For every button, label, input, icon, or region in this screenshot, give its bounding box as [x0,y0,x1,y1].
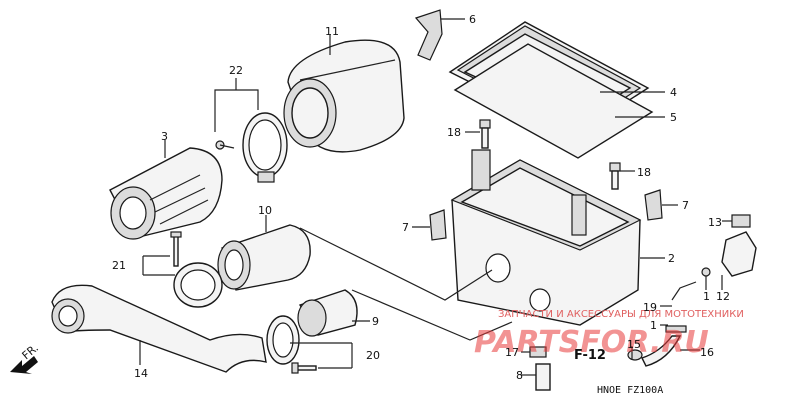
callout-7-right: 7 [682,199,689,212]
part-clip [414,9,443,61]
part-inlet-tube [51,284,267,373]
callout-18-right: 18 [637,166,651,179]
callout-13: 13 [708,216,722,229]
callout-9: 9 [372,315,379,328]
part-filter-element [283,39,405,153]
callout-12: 12 [716,290,730,303]
part-intake-duct [297,289,358,337]
callout-5: 5 [670,111,677,124]
callout-14: 14 [134,367,148,380]
callout-15: 15 [627,338,641,351]
part-connecting-tube [109,147,223,240]
callout-7-left: 7 [402,221,409,234]
callout-18-upper: 18 [447,126,461,139]
callout-21: 21 [112,259,126,272]
callout-20: 20 [366,349,380,362]
callout-11: 11 [325,25,339,38]
part-band-20 [266,315,317,374]
part-clip-7 [429,189,663,241]
callout-8: 8 [516,369,523,382]
callout-3: 3 [161,130,168,143]
reference-label: F-12 [574,348,606,363]
callout-2: 2 [668,252,675,265]
part-air-cleaner-case [450,149,642,326]
watermark-caption: ЗАПЧАСТИ И АКСЕССУАРЫ ДЛЯ МОТОТЕХНИКИ [498,309,744,320]
front-direction-label: FR. [20,341,41,362]
part-clamp-band [215,112,288,183]
part-bolt-18 [479,119,621,190]
front-direction-arrow [10,356,38,374]
callout-10: 10 [258,204,272,217]
watermark-logo: PARTSFOR.RU [474,325,709,360]
part-tube-8 [535,363,551,391]
callout-4: 4 [670,86,677,99]
diagram-code: HNOE FZ100A [597,385,663,396]
callout-17: 17 [505,346,519,359]
part-housing-cover [448,21,654,159]
part-band-21 [170,231,223,308]
part-rubber-joint [217,224,311,291]
callout-19: 19 [643,301,657,314]
callout-16: 16 [700,346,714,359]
callout-22: 22 [229,64,243,77]
callout-1-upper: 1 [703,290,710,303]
callout-1-lower: 1 [650,319,657,332]
part-drain-cap [721,214,757,277]
callout-6: 6 [469,13,476,26]
